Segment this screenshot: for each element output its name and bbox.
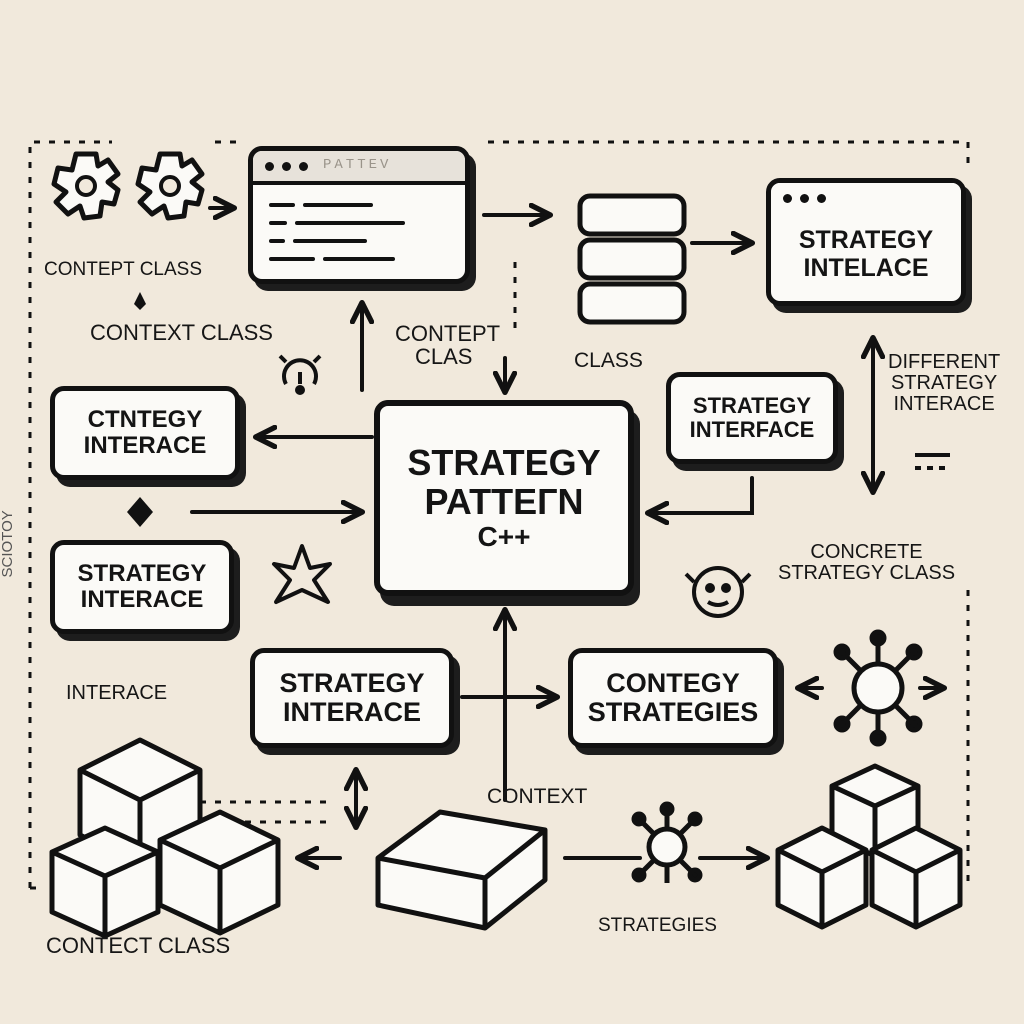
box-line: CTNTEGY — [87, 406, 203, 434]
virus-node-icon — [833, 629, 923, 747]
box-line: INTERACE — [80, 586, 204, 613]
label-interace-left: INTERACE — [66, 682, 168, 704]
label-line: STRATEGY CLASS — [778, 562, 956, 584]
label-concrete-strategy-class: CONCRETE STRATEGY CLASS — [778, 542, 955, 584]
strategy-intelace-box: STRATEGY INTELACE — [771, 226, 961, 282]
ctntegy-interace-box: CTNTEGY INTERACE — [50, 386, 240, 480]
box-line: STRATEGY — [77, 560, 207, 588]
label-context-class-left: CONTEXT CLASS — [90, 320, 273, 345]
slab-icon — [375, 809, 548, 931]
label-contect-class-bottom: CONTECT CLASS — [46, 933, 231, 958]
title-line-3: C++ — [477, 520, 531, 552]
arrowhead-icon — [134, 292, 146, 310]
label-line: INTERACE — [893, 393, 995, 415]
label-line: DIFFERENT — [888, 351, 1001, 373]
arrow-right-to-title — [650, 476, 754, 513]
virus-node-icon — [631, 801, 703, 883]
smiley-face-icon — [684, 566, 752, 618]
label-rotated-left: SCIOTOY — [0, 510, 16, 578]
box-line: INTERACE — [282, 697, 421, 727]
dashed-frame — [28, 140, 970, 890]
code-window-icon: PATTEV — [248, 146, 470, 284]
label-contept-clas-mid: CONTEPT CLAS — [395, 322, 500, 368]
strategy-interface-bottom-box: STRATEGY INTERACE — [250, 648, 454, 748]
label-line: CONTEPT — [395, 321, 501, 346]
box-line: INTELACE — [803, 253, 929, 282]
sparkle-icon — [272, 544, 332, 604]
label-different-strategy: DIFFERENT STRATEGY INTERACE — [888, 352, 1000, 415]
strategy-interface-left-box: STRATEGY INTERACE — [50, 540, 234, 634]
lightbulb-icon — [278, 354, 322, 395]
diamond-icon — [127, 497, 153, 527]
label-line: STRATEGY — [890, 372, 998, 394]
box-line: INTERFACE — [689, 417, 815, 442]
box-line: STRATEGY — [692, 393, 812, 419]
label-contept-class-top: CONTEPT CLASS — [44, 259, 203, 280]
box-line: CONTEGY — [606, 667, 740, 698]
label-line: CONCRETE — [810, 541, 923, 563]
box-line: INTERACE — [83, 432, 207, 459]
browser-window-icon: STRATEGY INTELACE — [766, 178, 966, 306]
stack-icon — [577, 193, 687, 325]
gear-icon — [51, 151, 121, 221]
code-lines-icon — [269, 203, 405, 261]
cubes-icon — [49, 737, 281, 939]
gear-icon — [135, 151, 205, 221]
label-line: CLAS — [415, 344, 473, 370]
label-class: CLASS — [574, 349, 643, 372]
main-title-box: STRATEGY PATTEГN C++ — [374, 400, 634, 596]
box-line: STRATEGY — [279, 667, 425, 698]
dash-marks — [915, 453, 950, 470]
box-line: STRATEGIES — [587, 697, 759, 727]
box-line: STRATEGY — [798, 226, 934, 254]
title-line-2: PATTEГN — [424, 480, 584, 522]
contegy-strategies-box: CONTEGY STRATEGIES — [568, 648, 778, 748]
strategy-interface-right-box: STRATEGY INTERFACE — [666, 372, 838, 464]
window-faint-title: PATTEV — [323, 157, 392, 173]
title-line-1: STRATEGY — [407, 442, 601, 483]
label-strategies-bottom: STRATEGIES — [598, 915, 717, 936]
cubes-icon — [775, 763, 963, 930]
label-context-bottom: CONTEXT — [487, 785, 588, 808]
